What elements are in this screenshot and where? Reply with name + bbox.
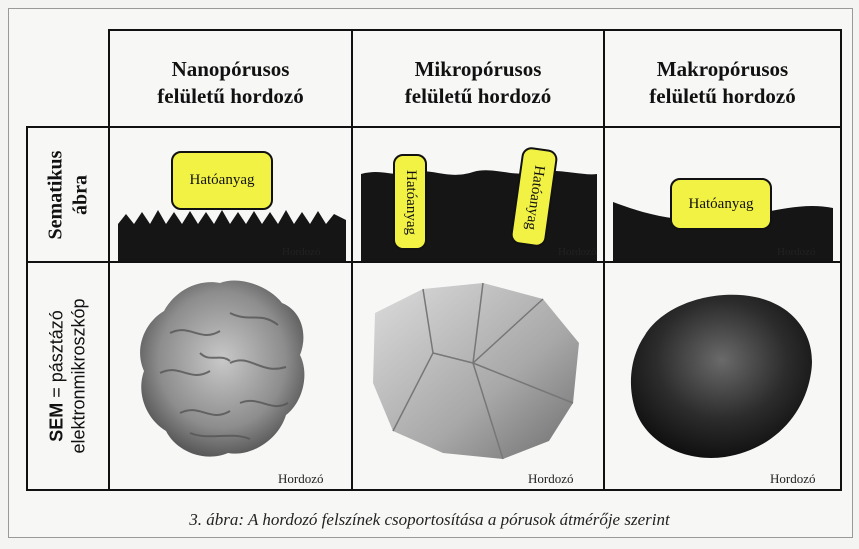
carrier-label: Hordozó xyxy=(558,246,597,258)
header-nano: Nanopórusosfelületű hordozó xyxy=(110,40,351,126)
nano-particle-image xyxy=(110,263,351,489)
active-substance-pill: Hatóanyag xyxy=(670,178,772,230)
active-substance-pill: Hatóanyag xyxy=(171,151,273,210)
makro-particle-image xyxy=(605,263,840,489)
mikro-carrier-shape xyxy=(353,128,603,261)
sem-image-nano: Hordozó xyxy=(110,263,351,489)
header-makro: Makropórusosfelületű hordozó xyxy=(605,40,840,126)
header-mikro: Mikropórusosfelületű hordozó xyxy=(353,40,603,126)
row-label-schematic: Sematikusábra xyxy=(28,128,108,261)
carrier-label: Hordozó xyxy=(777,246,816,258)
row-label-sem: SEM = pásztázóelektronmikroszkóp xyxy=(28,263,108,489)
active-substance-pill: Hatóanyag xyxy=(393,154,427,250)
schematic-makro: Hatóanyag Hordozó xyxy=(605,128,840,261)
carrier-label: Hordozó xyxy=(278,471,324,487)
sem-image-makro: Hordozó xyxy=(605,263,840,489)
schematic-nano: Hatóanyag Hordozó xyxy=(110,128,351,261)
schematic-mikro: Hatóanyag Hatóanyag Hordozó xyxy=(353,128,603,261)
figure-caption: 3. ábra: A hordozó felszínek csoportosít… xyxy=(0,510,859,530)
sem-image-mikro: Hordozó xyxy=(353,263,603,489)
carrier-label: Hordozó xyxy=(528,471,574,487)
mikro-particle-image xyxy=(353,263,603,489)
carrier-label: Hordozó xyxy=(282,246,321,258)
carrier-label: Hordozó xyxy=(770,471,816,487)
